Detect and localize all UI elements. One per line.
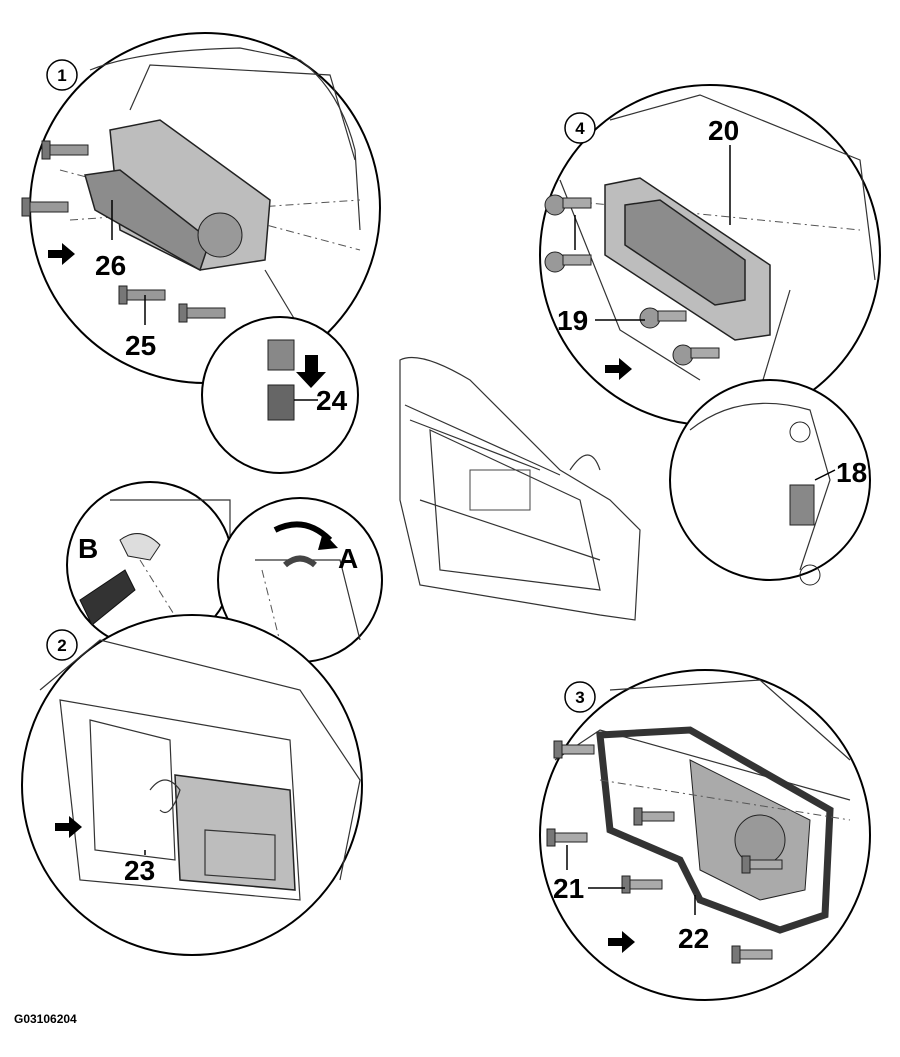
detail-a: A <box>217 497 383 663</box>
screw <box>41 140 89 160</box>
step-number-4: 4 <box>575 119 585 138</box>
screw <box>544 194 592 216</box>
detail-plug: 18 <box>669 289 871 586</box>
arrow-down-icon <box>296 355 326 388</box>
speaker-gasket <box>596 726 834 934</box>
panel-2: 2 23 <box>21 614 363 956</box>
panel-4: 4 20 19 <box>539 84 881 426</box>
screw <box>731 945 773 964</box>
callout-18: 18 <box>836 457 867 488</box>
callout-26: 26 <box>95 250 126 281</box>
figure-code: G03106204 <box>14 1012 77 1026</box>
screw <box>21 197 69 217</box>
curved-arrow-icon <box>318 532 338 550</box>
screw <box>178 303 226 323</box>
direction-arrow <box>48 243 75 265</box>
step-number-1: 1 <box>57 66 66 85</box>
door-overview <box>399 356 641 621</box>
direction-arrow <box>605 358 632 380</box>
screw <box>544 251 592 273</box>
step-number-3: 3 <box>575 688 584 707</box>
screw <box>633 807 675 826</box>
screw <box>741 855 783 874</box>
panel-1: 1 26 25 <box>21 32 381 384</box>
callout-19: 19 <box>557 305 588 336</box>
screw <box>621 875 663 894</box>
callout-25: 25 <box>125 330 156 361</box>
callout-22: 22 <box>678 923 709 954</box>
screw <box>639 307 687 329</box>
callout-21: 21 <box>553 873 584 904</box>
direction-arrow <box>608 931 635 953</box>
screw <box>672 344 720 366</box>
direction-arrow <box>55 816 82 838</box>
letter-b: B <box>78 533 98 564</box>
callout-24: 24 <box>316 385 348 416</box>
letter-a: A <box>338 543 358 574</box>
callout-23: 23 <box>124 855 155 886</box>
panel-3: 3 21 22 <box>539 669 871 1001</box>
callout-20: 20 <box>708 115 739 146</box>
step-number-2: 2 <box>57 636 66 655</box>
screw <box>553 740 595 759</box>
screw <box>546 828 588 847</box>
detail-connector: 24 <box>201 269 359 474</box>
